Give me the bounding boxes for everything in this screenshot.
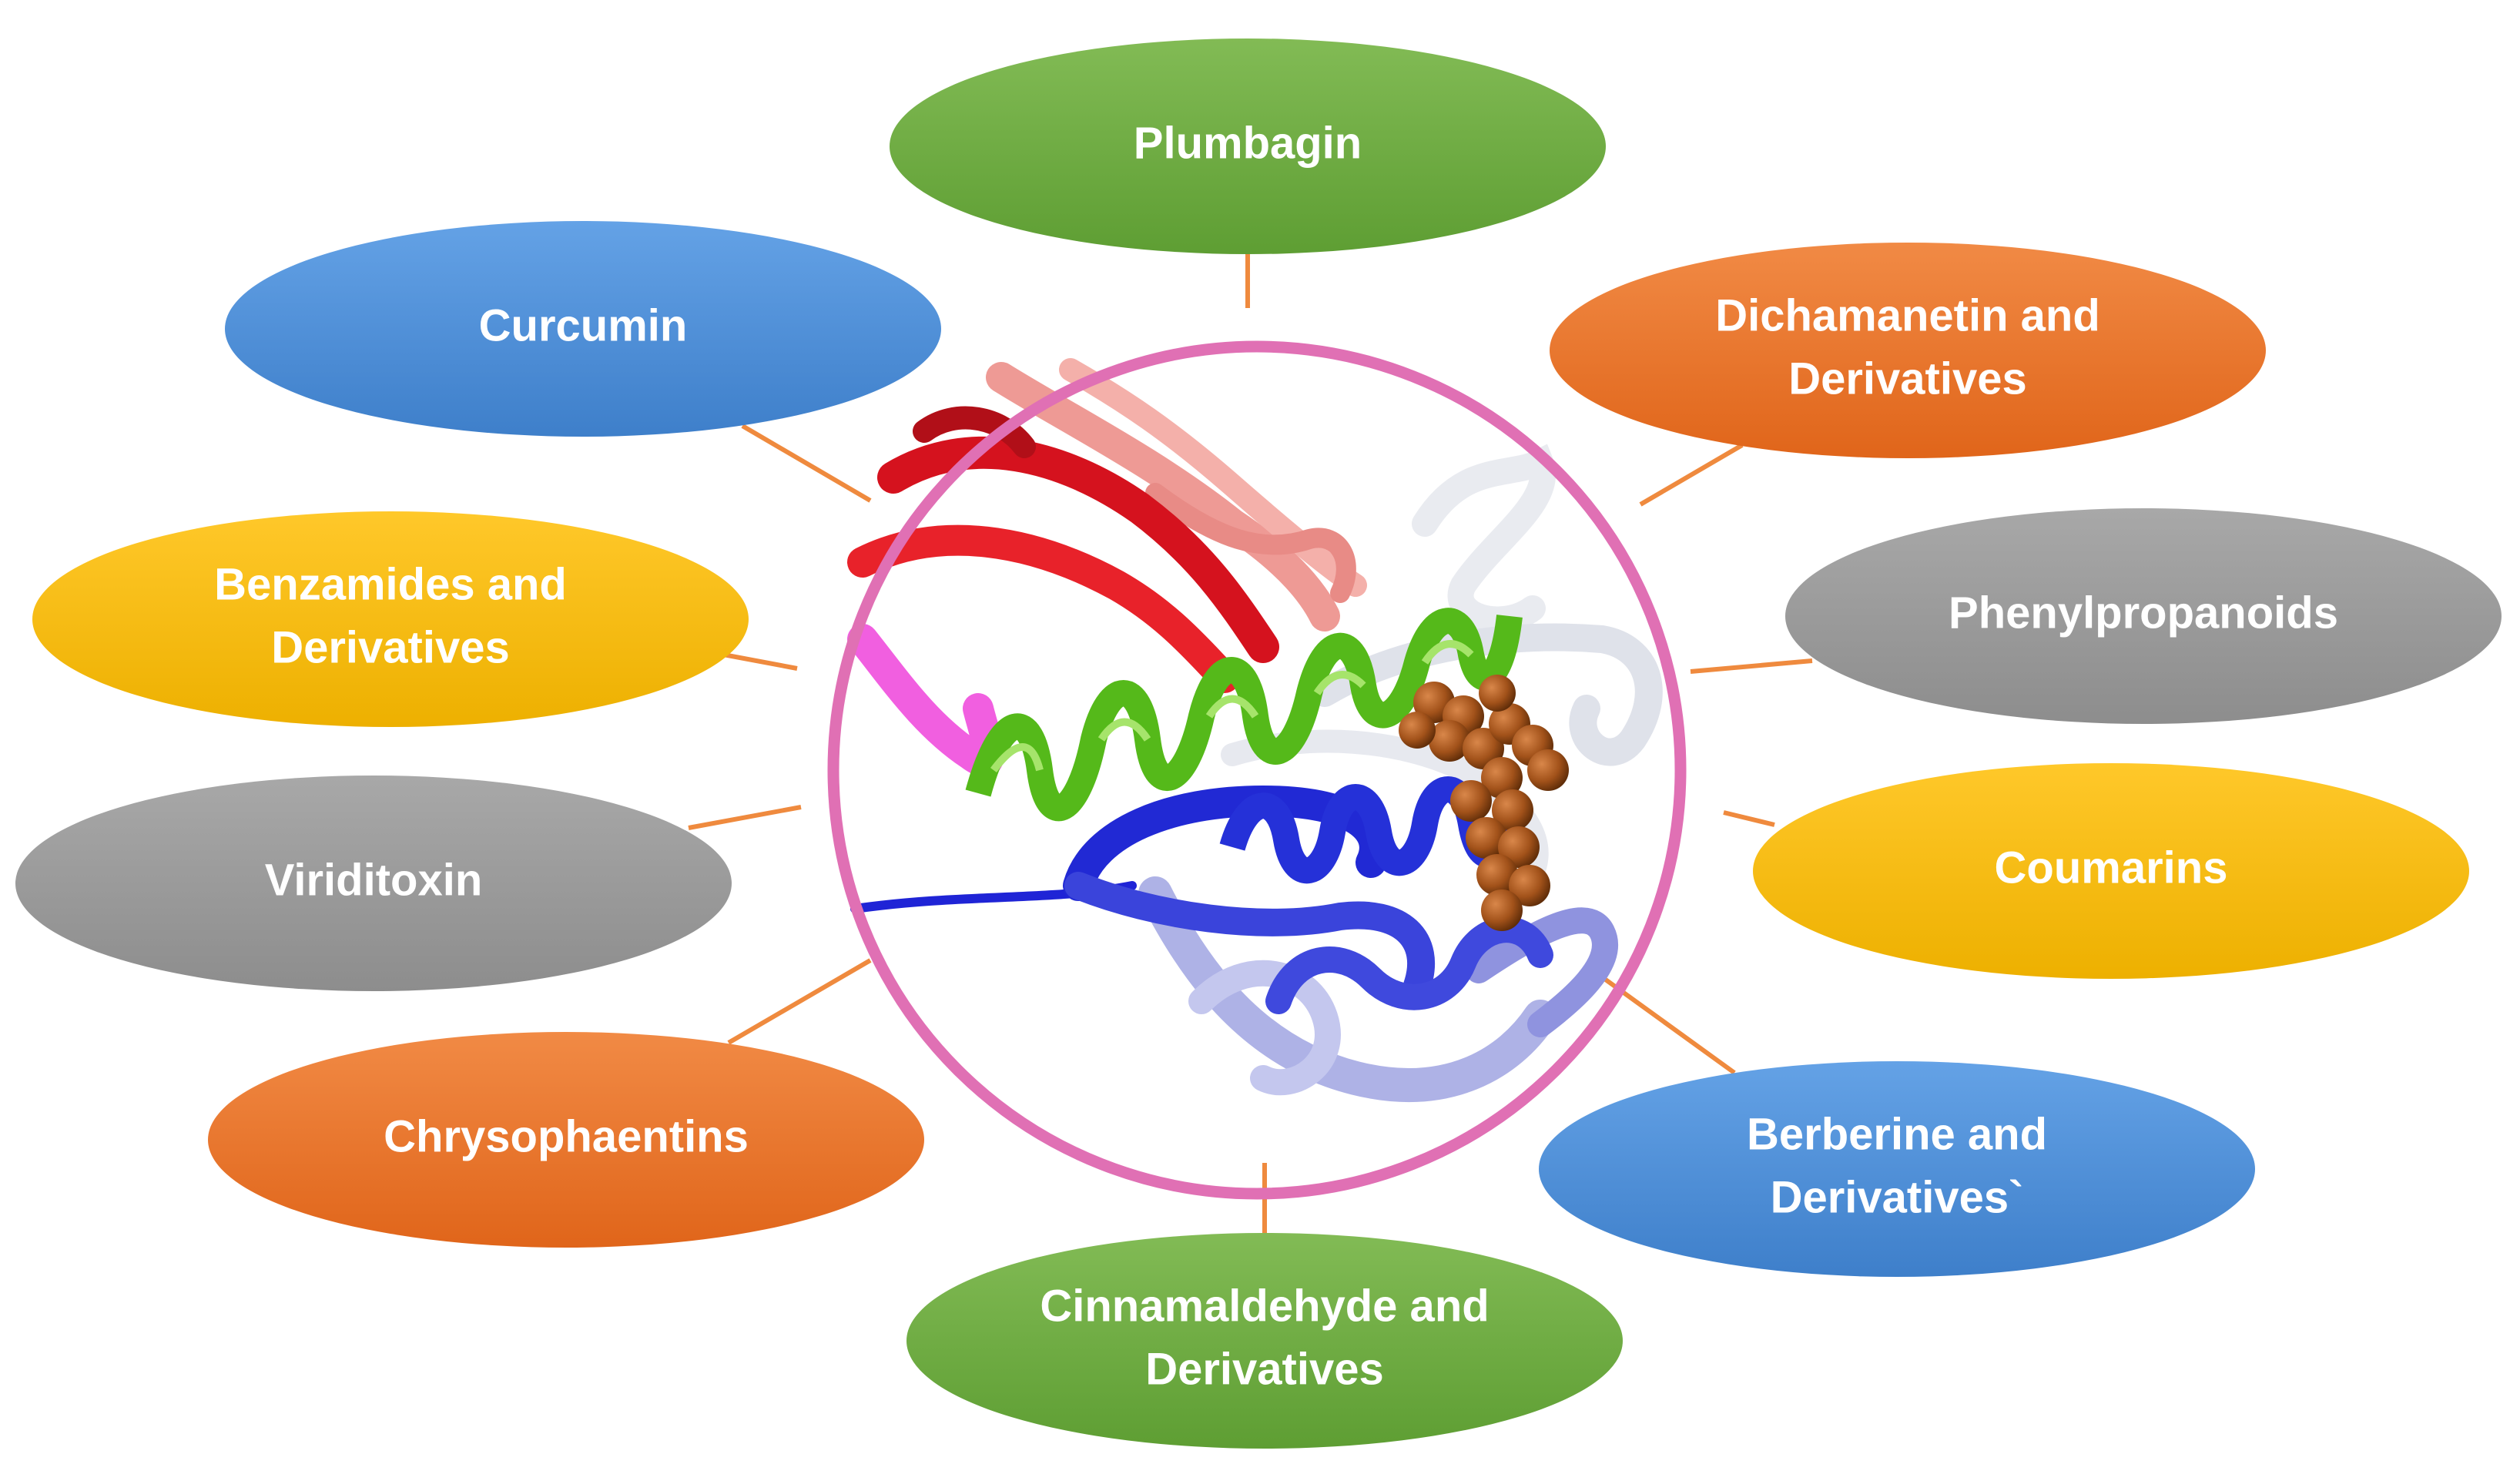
connector-benzamides [719,652,798,671]
ribbon-red-2 [847,524,1240,693]
node-label-chrysophaentins: Chrysophaentins [384,1111,749,1161]
node-viriditoxin: Viriditoxin [15,776,732,991]
node-label-dichamanetin: Dichamanetin and [1715,290,2100,340]
protein-structure-image [847,358,1663,1102]
node-label-benzamides: Derivatives [271,622,510,672]
central-ring [827,340,1687,1200]
connector-viriditoxin [688,805,802,830]
node-ellipse-chrysophaentins [208,1032,924,1248]
node-label-berberine: Derivatives` [1771,1172,2024,1222]
node-ellipse-dichamanetin [1550,243,2266,458]
node-ellipse-curcumin [225,221,941,437]
node-ellipse-benzamides [32,511,749,727]
ribbon-red-1 [877,436,1279,663]
node-label-phenylpropanoids: Phenylpropanoids [1949,588,2338,638]
ligand-molecule [1399,675,1569,931]
connector-curcumin [741,424,872,503]
node-phenylpropanoids: Phenylpropanoids [1785,508,2502,724]
connector-phenylpropanoids [1690,658,1813,674]
ribbon-lavender-2 [1188,960,1341,1096]
node-ellipse-viriditoxin [15,776,732,991]
ribbon-white-top [1412,444,1556,633]
ribbon-magenta [847,624,1004,777]
node-label-viriditoxin: Viriditoxin [265,855,483,905]
connector-dichamanetin [1639,443,1744,507]
node-coumarins: Coumarins [1753,763,2469,979]
node-chrysophaentins: Chrysophaentins [208,1032,924,1248]
ribbon-lavender-1 [1138,876,1557,1102]
node-plumbagin: Plumbagin [890,39,1606,254]
node-label-cinnamaldehyde: Cinnamaldehyde and [1040,1281,1489,1331]
node-label-cinnamaldehyde: Derivatives [1145,1344,1384,1394]
node-ellipse-plumbagin [890,39,1606,254]
connector-chrysophaentins [727,958,872,1045]
ribbon-salmon-2 [1059,358,1367,597]
node-label-plumbagin: Plumbagin [1134,118,1362,168]
node-label-berberine: Berberine and [1747,1109,2047,1159]
node-label-curcumin: Curcumin [479,300,688,350]
node-ellipse-coumarins [1753,763,2469,979]
node-label-coumarins: Coumarins [1995,843,2228,893]
ribbon-green-helix [965,608,1523,822]
ribbon-salmon-3 [1145,483,1356,603]
connector-coumarins [1723,810,1775,827]
ribbon-blue-2 [1064,872,1435,1000]
node-label-dichamanetin: Derivatives [1788,353,2027,404]
ribbon-salmon-1 [986,362,1340,631]
node-label-benzamides: Benzamides and [214,559,567,609]
node-ellipse-berberine [1539,1061,2255,1277]
node-ellipse-cinnamaldehyde [906,1233,1623,1449]
node-ellipse-phenylpropanoids [1785,508,2502,724]
node-curcumin: Curcumin [225,221,941,437]
ribbon-red-3 [913,406,1036,458]
